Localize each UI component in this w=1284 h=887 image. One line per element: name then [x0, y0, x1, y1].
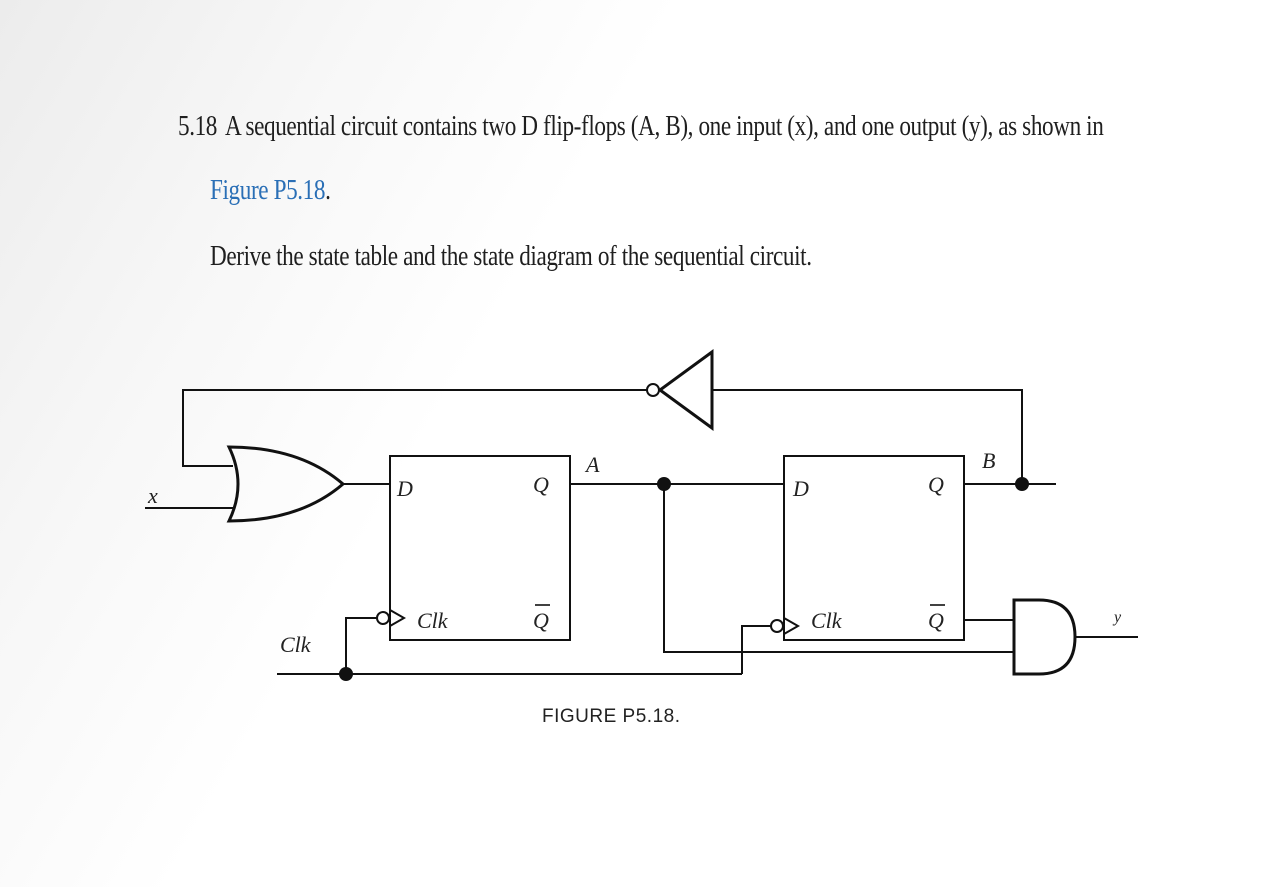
ff-b-d-label: D	[792, 476, 809, 501]
and-gate	[1012, 598, 1077, 676]
flip-flop-a	[389, 455, 571, 641]
ff-a-clk-label: Clk	[417, 608, 449, 633]
ff-b-q-label: Q	[928, 472, 944, 497]
figure-reference: Figure P5.18.	[210, 174, 331, 207]
figure-caption: FIGURE P5.18.	[542, 706, 681, 727]
feedback-wire-right	[712, 389, 1023, 481]
a-to-and-wire	[663, 484, 1014, 653]
output-y-label: y	[1112, 609, 1122, 626]
junction-clock	[339, 667, 353, 681]
ff-b-qbar-label: Q	[928, 608, 944, 633]
feedback-wire-left	[182, 389, 647, 467]
junction-b	[1015, 477, 1029, 491]
figure-ref-period: .	[325, 174, 331, 206]
junction-a	[657, 477, 671, 491]
ff-a-clock-bubble	[376, 611, 390, 625]
inverter-bubble	[646, 383, 660, 397]
problem-text: A sequential circuit contains two D flip…	[225, 110, 1104, 142]
ff-a-qbar-label: Q	[533, 608, 549, 633]
state-a-label: A	[584, 452, 600, 477]
clock-wire-ff-b	[741, 625, 771, 674]
inverter-gate	[657, 349, 714, 431]
problem-task: Derive the state table and the state dia…	[210, 240, 812, 272]
ff-b-clock-bubble	[770, 619, 784, 633]
figure-link[interactable]: Figure P5.18	[210, 174, 326, 206]
clock-input-label: Clk	[280, 632, 312, 657]
clock-wire-ff-a	[345, 617, 377, 674]
input-x-label: x	[147, 483, 158, 508]
ff-b-clk-label: Clk	[811, 608, 843, 633]
flip-flop-b	[783, 455, 965, 641]
or-gate	[226, 445, 346, 523]
ff-a-clock-triangle	[389, 609, 407, 627]
ff-a-q-label: Q	[533, 472, 549, 497]
ff-a-d-label: D	[396, 476, 413, 501]
state-b-label: B	[982, 448, 995, 473]
ff-b-clock-triangle	[783, 617, 801, 635]
problem-number: 5.18	[178, 110, 217, 142]
